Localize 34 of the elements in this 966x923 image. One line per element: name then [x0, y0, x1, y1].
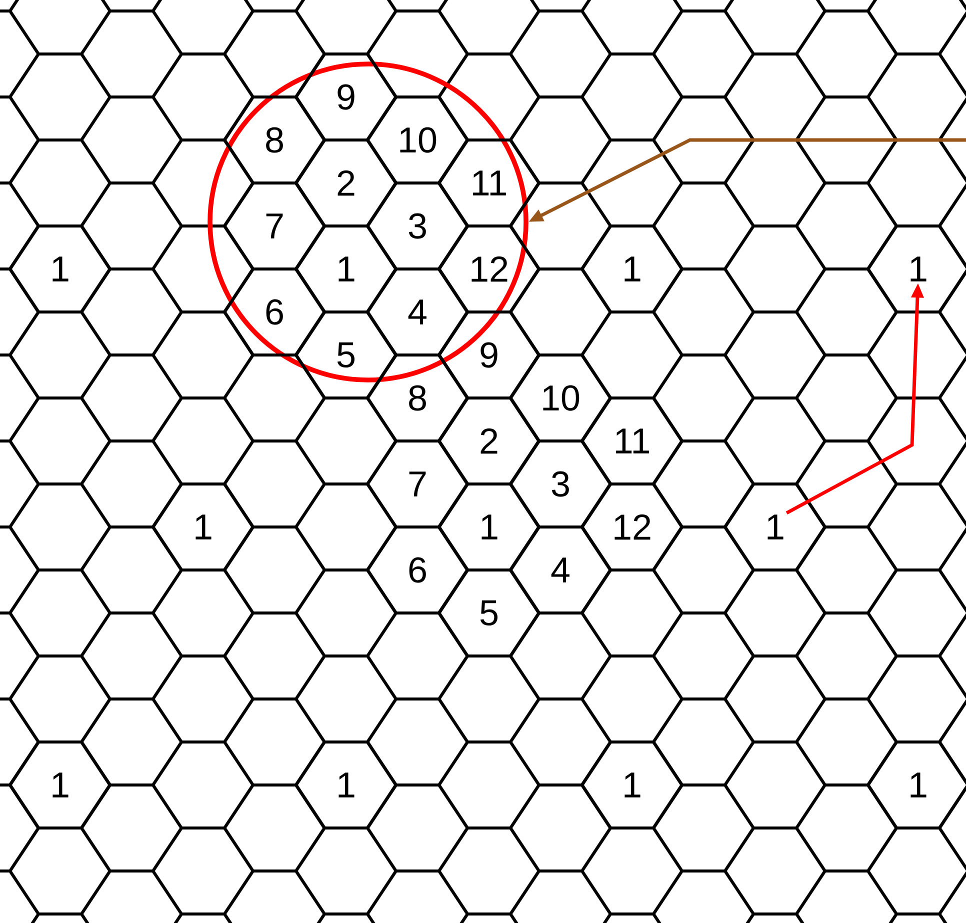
hex-cell: 1 — [8, 740, 112, 830]
hex-cell: 1 — [437, 482, 541, 572]
hex-cell: 9 — [437, 310, 541, 400]
hex-cell: 6 — [366, 525, 470, 615]
hex-cell: 11 — [437, 138, 541, 228]
circle — [208, 62, 528, 382]
hex-cell: 12 — [437, 224, 541, 314]
hex-cell: 4 — [366, 267, 470, 357]
hex-cell: 7 — [222, 181, 326, 271]
hex-cell: 1 — [580, 224, 684, 314]
hex-cell: 4 — [508, 525, 612, 615]
hex-cell: 8 — [222, 95, 326, 185]
hex-cell: 2 — [294, 138, 398, 228]
hex-cell: 10 — [508, 353, 612, 443]
hex-cell: 11 — [580, 396, 684, 486]
hex-cell: 9 — [294, 52, 398, 142]
hex-cell: 3 — [508, 439, 612, 529]
hex-cell: 1 — [294, 740, 398, 830]
hex-cell: 12 — [580, 482, 684, 572]
hex-cell: 1 — [866, 740, 966, 830]
hex-cell: 2 — [437, 396, 541, 486]
hex-cell: 7 — [366, 439, 470, 529]
hex-cell: 10 — [366, 95, 470, 185]
hex-cell: 6 — [222, 267, 326, 357]
hex-cell: 1 — [866, 224, 966, 314]
hex-cell: 1 — [580, 740, 684, 830]
hex-cell: 3 — [366, 181, 470, 271]
hex-cell: 1 — [151, 482, 255, 572]
hex-cell: 1 — [294, 224, 398, 314]
hex-cell: 8 — [366, 353, 470, 443]
hex-cell: 5 — [294, 310, 398, 400]
hex-cell: 1 — [723, 482, 827, 572]
hex-cell: 5 — [437, 568, 541, 658]
hex-cell: 1 — [8, 224, 112, 314]
